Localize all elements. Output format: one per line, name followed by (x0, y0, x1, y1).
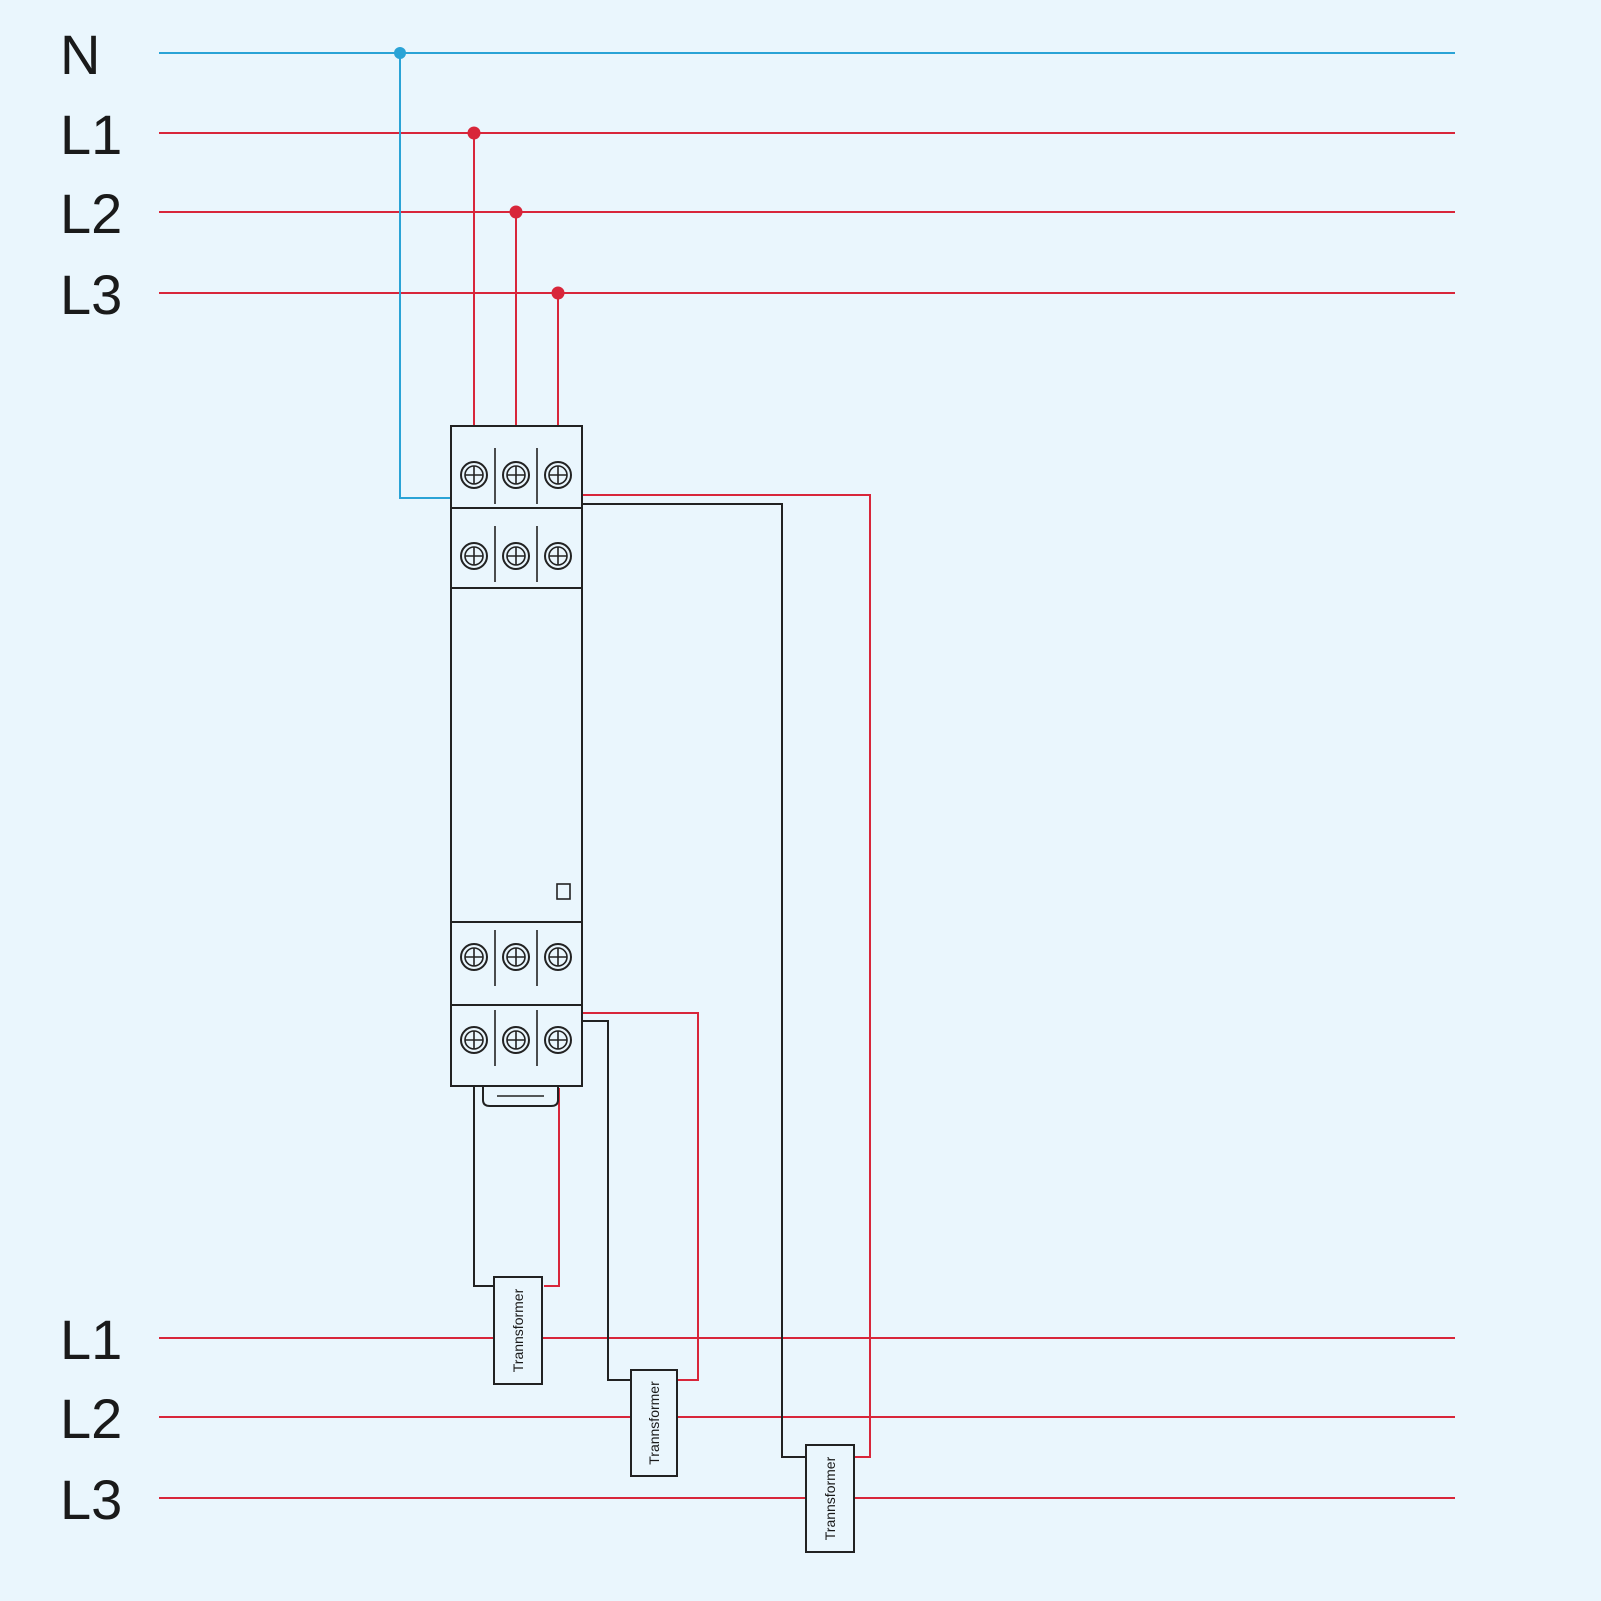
top-bus-label-l1: L1 (60, 103, 122, 166)
junction-dot-l3 (551, 286, 565, 300)
transformer-box (493, 1276, 543, 1385)
din-clip-icon (482, 1087, 559, 1107)
transformer-label: Trannsformer (822, 1456, 838, 1540)
transformer-label: Trannsformer (646, 1381, 662, 1465)
transformer-l2: Trannsformer (630, 1369, 678, 1477)
junction-dot-l1 (467, 126, 481, 140)
transformer-box (630, 1369, 678, 1477)
bottom-bus-label-l1: L1 (60, 1308, 122, 1371)
indicator-square-icon (556, 883, 571, 900)
monitoring-relay (450, 425, 583, 1107)
bottom-bus-label-l2: L2 (60, 1387, 122, 1450)
top-bus-label-l3: L3 (60, 263, 122, 326)
junction-dot-l2 (509, 205, 523, 219)
bottom-bus-label-l3: L3 (60, 1468, 122, 1531)
junction-dot-n (394, 47, 406, 59)
device-body (450, 587, 583, 923)
transformer-l3: Trannsformer (805, 1444, 855, 1553)
top-bus-label-n: N (60, 23, 100, 86)
top-bus-label-l2: L2 (60, 182, 122, 245)
transformer-label: Trannsformer (510, 1288, 526, 1372)
transformer-l1: Trannsformer (493, 1276, 543, 1385)
bus-lines (159, 52, 1455, 1499)
wire-ct1-red (544, 1088, 560, 1287)
transformer-box (805, 1444, 855, 1553)
